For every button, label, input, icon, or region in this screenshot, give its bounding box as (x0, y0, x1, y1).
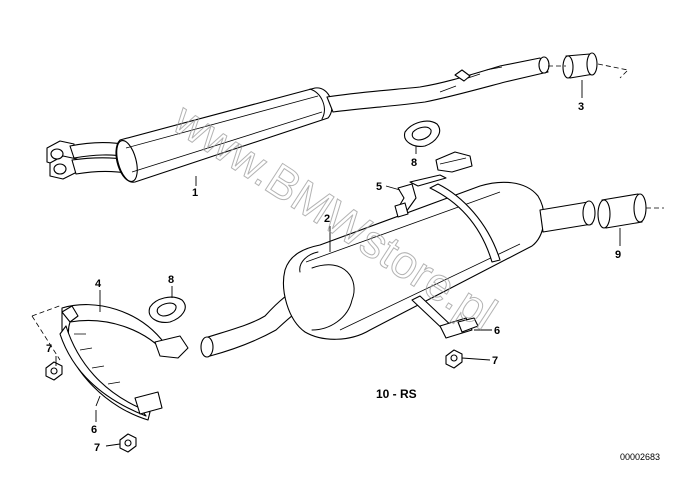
callout-2: 2 (324, 213, 330, 225)
callout-7-left-lower: 7 (94, 442, 100, 454)
hanger-bracket-part-5 (394, 151, 473, 218)
rubber-ring-lower-part-8 (148, 296, 186, 323)
clamp-right-part-6 (439, 317, 479, 339)
callout-9: 9 (615, 249, 621, 261)
callout-1: 1 (192, 187, 198, 199)
callout-7-left-upper: 7 (46, 343, 52, 355)
rubber-ring-upper-part-8 (404, 120, 441, 147)
callout-7-right: 7 (492, 355, 498, 367)
callout-6-left: 6 (91, 424, 97, 436)
callout-6-right: 6 (494, 325, 500, 337)
diagram-code: 00002683 (620, 452, 660, 462)
heat-shield-part-4 (31, 304, 189, 421)
leader-lines (55, 80, 621, 447)
tail-sleeve-part-9 (597, 193, 664, 229)
rear-silencer-part-2 (200, 181, 596, 358)
callout-5: 5 (376, 181, 382, 193)
nut-left-lower-part-7 (119, 433, 137, 453)
callout-3: 3 (578, 101, 584, 113)
nut-left-upper-part-7 (45, 361, 63, 381)
sleeve-part-3 (548, 52, 629, 79)
front-silencer-pipe (46, 56, 550, 183)
callout-8-lower: 8 (168, 274, 174, 286)
group-label: 10 - RS (376, 387, 417, 401)
callout-4: 4 (95, 278, 102, 290)
nut-right-part-7 (445, 349, 463, 369)
callout-8-upper: 8 (411, 157, 417, 169)
